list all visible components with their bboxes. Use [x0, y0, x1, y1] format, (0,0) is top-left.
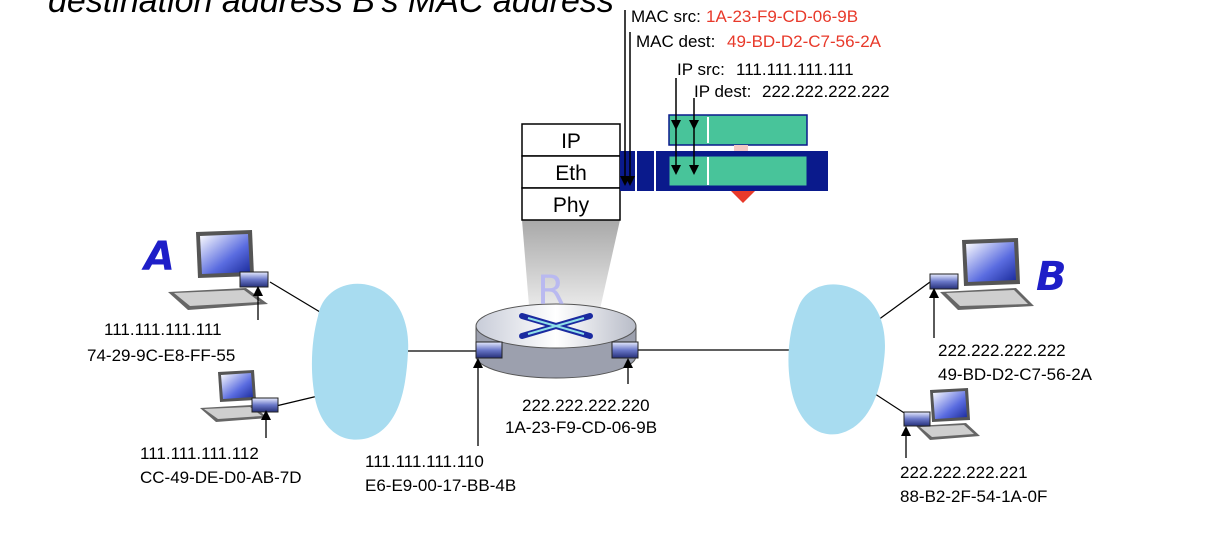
stack-funnel	[522, 220, 620, 318]
host-b2-mac: 88-B2-2F-54-1A-0F	[900, 487, 1047, 506]
host-a2-iface	[251, 397, 279, 413]
encapsulation-arrow	[734, 145, 748, 153]
router-icon	[475, 303, 637, 379]
host-b-mac: 49-BD-D2-C7-56-2A	[938, 365, 1093, 384]
router-iface-left	[475, 341, 503, 359]
subnet-cloud-right	[788, 284, 885, 435]
router-protocol-stack: IP Eth Phy	[521, 123, 621, 221]
router-right-mac: 1A-23-F9-CD-06-9B	[505, 418, 657, 437]
host-b-label: B	[1036, 254, 1067, 300]
slide-title-fragment: destination address B's MAC address	[48, 0, 614, 20]
host-a2-computer-icon	[200, 370, 268, 422]
mac-dest-label: MAC dest:	[636, 32, 715, 51]
host-a-iface	[239, 271, 269, 288]
router-left-ip: 111.111.111.110	[365, 452, 484, 471]
stack-layer-phy: Phy	[553, 194, 590, 217]
ip-src-label: IP src:	[677, 60, 725, 79]
host-b2-ip: 222.222.222.221	[900, 463, 1028, 482]
host-b2-iface	[903, 411, 931, 427]
host-a2-mac: CC-49-DE-D0-AB-7D	[140, 468, 302, 487]
router-right-ip: 222.222.222.220	[522, 396, 650, 415]
ip-dest-label: IP dest:	[694, 82, 751, 101]
mac-dest-value: 49-BD-D2-C7-56-2A	[727, 32, 882, 51]
host-a-label: A	[141, 234, 175, 280]
host-b2-computer-icon	[916, 388, 980, 440]
host-b-computer-icon	[940, 238, 1034, 310]
host-a-ip: 111.111.111.111	[104, 320, 222, 339]
down-arrow-icon	[731, 191, 755, 203]
ip-datagram	[668, 114, 808, 146]
host-a-computer-icon	[168, 230, 268, 310]
ip-dest-value: 222.222.222.222	[762, 82, 890, 101]
mac-src-value: 1A-23-F9-CD-06-9B	[706, 7, 858, 26]
host-a2-ip: 111.111.111.112	[140, 444, 259, 463]
stack-layer-eth: Eth	[555, 162, 587, 185]
host-b-iface	[929, 273, 959, 290]
router-label: R	[537, 268, 565, 314]
host-b-ip: 222.222.222.222	[938, 341, 1066, 360]
mac-src-label: MAC src:	[631, 7, 701, 26]
router-left-mac: E6-E9-00-17-BB-4B	[365, 476, 516, 495]
stack-layer-ip: IP	[561, 130, 581, 153]
ethernet-frame	[620, 151, 828, 191]
host-a-mac: 74-29-9C-E8-FF-55	[87, 346, 235, 365]
ip-src-value: 111.111.111.111	[736, 60, 854, 79]
subnet-cloud-left	[311, 283, 409, 440]
router-iface-right	[611, 341, 639, 359]
